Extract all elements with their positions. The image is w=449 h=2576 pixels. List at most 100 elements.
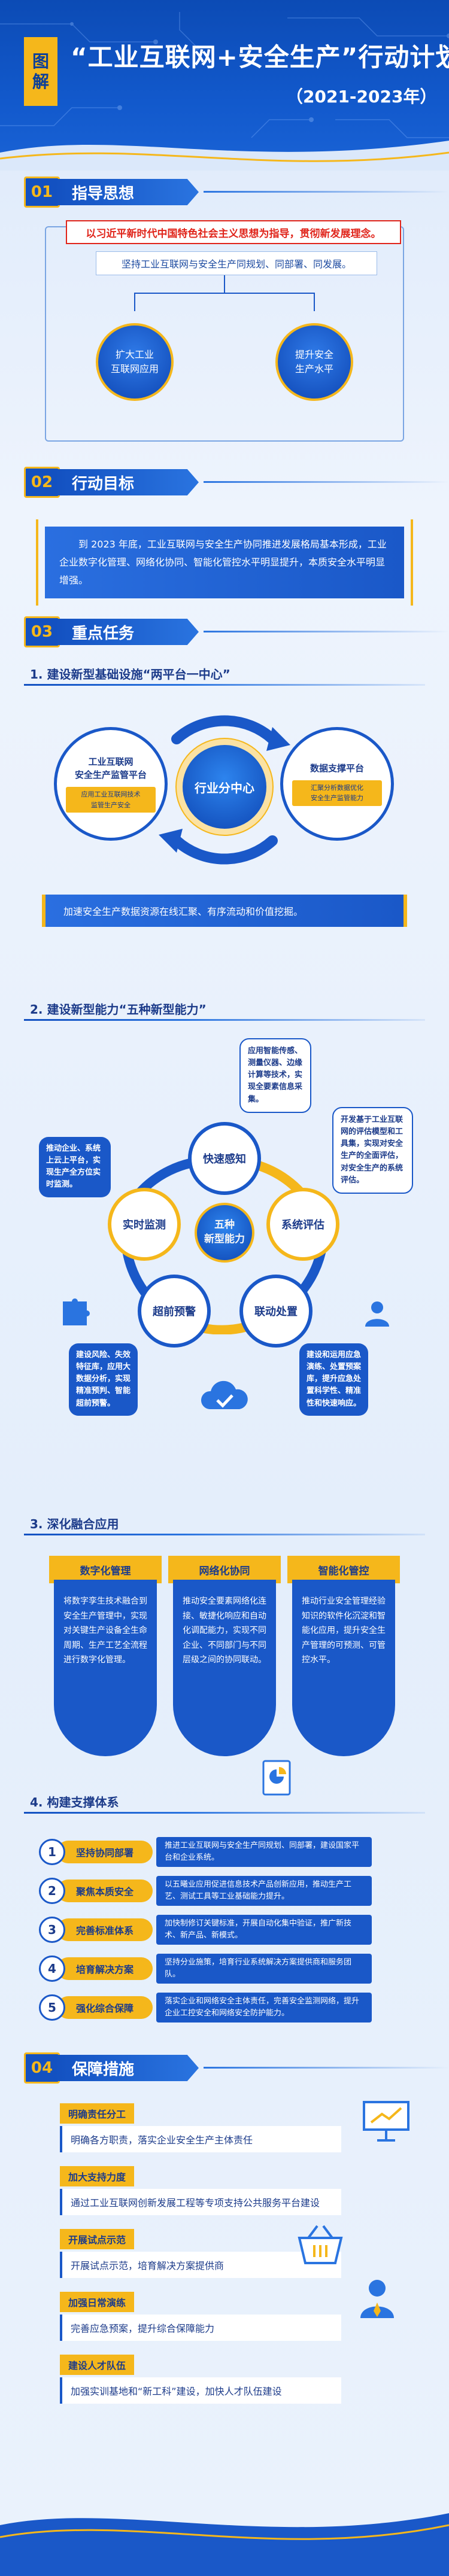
fusion-network-head: 网络化协同 <box>168 1556 281 1583</box>
section-number: 03 <box>24 616 60 647</box>
measure-desc: 加强实训基地和“新工科”建设，加快人才队伍建设 <box>60 2377 341 2404</box>
measure-4: 加强日常演练 完善应急预案，提升综合保障能力 <box>60 2292 341 2341</box>
fusion-network: 网络化协同 推动安全要素网络化连接、敏捷化响应和自动化调配能力，实现不同企业、不… <box>168 1556 281 1756</box>
support-row-key: 聚焦本质安全 <box>57 1879 153 1902</box>
task2-title: 2. 建设新型能力“五种新型能力” <box>30 1002 207 1017</box>
note-monitoring: 推动企业、系统上云上平台，实现生产全方位实时监测。 <box>39 1137 111 1197</box>
tag-char-1: 图 <box>32 51 49 71</box>
support-row-number: 2 <box>39 1878 65 1904</box>
cap-coordinated-response: 联动处置 <box>239 1275 313 1348</box>
section-header-guiding: 01 指导思想 <box>24 177 449 208</box>
page-subtitle: （2021-2023年） <box>286 87 437 107</box>
support-row-4: 4 培育解决方案 坚持分业施策，培育行业系统解决方案提供商和服务团队。 <box>39 1954 372 1984</box>
task2-header: 2. 建设新型能力“五种新型能力” <box>24 996 425 1021</box>
cycle-arrows <box>159 715 290 865</box>
task1-summary: 加速安全生产数据资源在线汇聚、有序流动和价值挖掘。 <box>42 895 407 927</box>
section-number: 02 <box>24 467 60 498</box>
fusion-network-body: 推动安全要素网络化连接、敏捷化响应和自动化调配能力，实现不同企业、不同部门与不同… <box>173 1580 276 1756</box>
section-rule <box>204 2067 449 2069</box>
goal-frame <box>36 519 413 606</box>
section-rule <box>204 191 449 193</box>
guiding-connectors <box>134 275 315 311</box>
measure-desc: 通过工业互联网创新发展工程等专项支持公共服务平台建设 <box>60 2189 341 2215</box>
measure-3: 开展试点示范 开展试点示范，培育解决方案提供商 <box>60 2229 341 2278</box>
platform-regulatory: 工业互联网 安全生产监管平台 应用工业互联网技术 监管生产安全 <box>54 727 168 841</box>
section-label: 行动目标 <box>55 469 199 495</box>
support-row-desc: 以五曦业应用促进信息技术产品创新应用，推动生产工艺、测试工具等工业基础能力提升。 <box>156 1876 372 1906</box>
fusion-intelligent: 智能化管控 推动行业安全管理经验知识的软件化沉淀和智能化应用，提升安全生产管理的… <box>287 1556 400 1756</box>
note-perception: 应用智能传感、测量仪器、边缘计算等技术，实现全要素信息采集。 <box>239 1038 311 1113</box>
page-title: “工业互联网+安全生产”行动计划 <box>71 42 449 72</box>
support-row-key: 坚持协同部署 <box>57 1841 153 1863</box>
fusion-intelligent-head: 智能化管控 <box>287 1556 400 1583</box>
fusion-digital-body: 将数字孪生技术融合到安全生产管理中，实现对关键生产设备全生命周期、生产工艺全流程… <box>54 1580 157 1756</box>
industry-hub: 行业分中心 <box>183 745 266 829</box>
cloud-check-icon <box>201 1380 248 1409</box>
support-row-desc: 落实企业和网络安全主体责任，完善安全监测网络，提升企业工控安全和网络安全防护能力… <box>156 1993 372 2023</box>
task3-title: 3. 深化融合应用 <box>30 1516 119 1531</box>
support-row-desc: 坚持分业施策，培育行业系统解决方案提供商和服务团队。 <box>156 1954 372 1984</box>
task1-header: 1. 建设新型基础设施“两平台一中心” <box>24 661 425 686</box>
measure-desc: 明确各方职责，落实企业安全生产主体责任 <box>60 2126 341 2152</box>
goal-text: 到 2023 年底，工业互联网与安全生产协同推进发展格局基本形成，工业企业数字化… <box>45 527 404 598</box>
platform-data-desc: 汇聚分析数据优化 安全生产监管能力 <box>292 780 382 806</box>
circuit-decoration <box>0 12 449 138</box>
section-label: 重点任务 <box>55 619 199 645</box>
task2-rule <box>24 1019 425 1021</box>
section-label: 指导思想 <box>55 179 199 205</box>
fusion-digital: 数字化管理 将数字孪生技术融合到安全生产管理中，实现对关键生产设备全生命周期、生… <box>49 1556 162 1756</box>
note-assessment: 开发基于工业互联网的评估模型和工具集，实现对安全生产的全面评估，对安全生产的系统… <box>332 1107 413 1194</box>
fusion-intelligent-body: 推动行业安全管理经验知识的软件化沉淀和智能化应用，提升安全生产管理的可预测、可管… <box>292 1580 395 1756</box>
support-row-5: 5 强化综合保障 落实企业和网络安全主体责任，完善安全监测网络，提升企业工控安全… <box>39 1993 372 2023</box>
tag-tujie: 图 解 <box>24 37 57 106</box>
section-rule <box>204 481 449 483</box>
puzzle-icon <box>63 1298 90 1325</box>
manager-icon <box>360 2280 394 2318</box>
basket-icon <box>298 2225 343 2264</box>
support-row-desc: 加快制修订关键标准，开展自动化集中验证，推广新技术、新产品、新模式。 <box>156 1915 372 1945</box>
presentation-icon <box>363 2101 409 2142</box>
section-header-tasks: 03 重点任务 <box>24 616 449 647</box>
measure-5: 建设人才队伍 加强实训基地和“新工科”建设，加快人才队伍建设 <box>60 2355 341 2404</box>
cap-monitoring: 实时监测 <box>108 1188 181 1261</box>
task1-title: 1. 建设新型基础设施“两平台一中心” <box>30 667 230 682</box>
task1-rule <box>24 684 425 686</box>
platform-regulatory-desc: 应用工业互联网技术 监管生产安全 <box>66 786 156 813</box>
tag-char-2: 解 <box>32 71 49 92</box>
support-row-desc: 推进工业互联网与安全生产同规划、同部署，建设国家平台和企业系统。 <box>156 1837 372 1867</box>
support-row-1: 1 坚持协同部署 推进工业互联网与安全生产同规划、同部署，建设国家平台和企业系统… <box>39 1837 372 1867</box>
five-capabilities-center: 五种 新型能力 <box>195 1203 254 1263</box>
note-response: 建设和运用应急演练、处置预案库，提升应急处置科学性、精准性和快速响应。 <box>299 1343 368 1416</box>
section-number: 01 <box>24 177 60 208</box>
footer-wave <box>0 2513 449 2576</box>
measure-key: 建设人才队伍 <box>60 2355 135 2375</box>
support-row-number: 5 <box>39 1994 65 2021</box>
support-row-key: 强化综合保障 <box>57 1996 153 2019</box>
measure-key: 明确责任分工 <box>60 2103 135 2124</box>
measure-key: 加大支持力度 <box>60 2166 135 2186</box>
section-header-goal: 02 行动目标 <box>24 467 449 498</box>
measure-1: 明确责任分工 明确各方职责，落实企业安全生产主体责任 <box>60 2103 341 2152</box>
note-early-warning: 建设风险、失效特征库，应用大数据分析，实现精准预判、智能超前预警。 <box>69 1343 138 1416</box>
platform-regulatory-title: 工业互联网 安全生产监管平台 <box>74 756 147 781</box>
task4-title: 4. 构建支撑体系 <box>30 1795 119 1809</box>
header-banner: 图 解 “工业互联网+安全生产”行动计划 （2021-2023年） <box>0 0 449 171</box>
goal-circle-improve: 提升安全 生产水平 <box>275 323 353 401</box>
guiding-principle: 以习近平新时代中国特色社会主义思想为指导，贯彻新发展理念。 <box>66 220 401 244</box>
header-wave <box>0 141 449 171</box>
measure-desc: 完善应急预案，提升综合保障能力 <box>60 2315 341 2341</box>
support-row-3: 3 完善标准体系 加快制修订关键标准，开展自动化集中验证，推广新技术、新产品、新… <box>39 1915 372 1945</box>
section-header-measures: 04 保障措施 <box>24 2052 449 2084</box>
task3-rule <box>24 1534 425 1535</box>
cap-early-warning: 超前预警 <box>138 1275 211 1348</box>
support-row-key: 培育解决方案 <box>57 1957 153 1980</box>
section-label: 保障措施 <box>55 2055 199 2081</box>
measure-desc: 开展试点示范，培育解决方案提供商 <box>60 2252 341 2278</box>
support-row-number: 4 <box>39 1955 65 1982</box>
support-row-number: 1 <box>39 1839 65 1865</box>
section-rule <box>204 631 449 632</box>
task4-rule <box>24 1812 425 1814</box>
platform-data: 数据支撑平台 汇聚分析数据优化 安全生产监管能力 <box>280 727 394 841</box>
platform-data-title: 数据支撑平台 <box>310 763 364 774</box>
